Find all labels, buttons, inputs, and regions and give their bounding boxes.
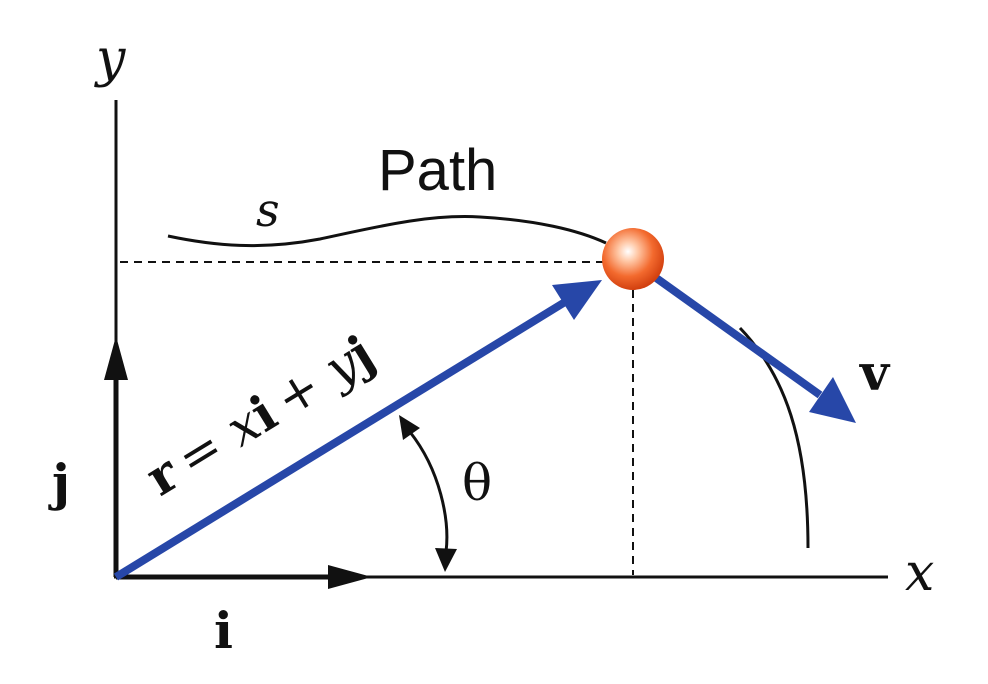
arc-length-label: s: [256, 183, 280, 237]
x-axis-label: x: [905, 543, 934, 603]
unit-vector-j-head: [104, 336, 128, 380]
position-vector-shaft: [113, 298, 568, 581]
position-equation: r= xi+ yj: [135, 323, 384, 507]
angle-arrowhead-top: [399, 415, 420, 440]
position-vector-head: [552, 280, 602, 320]
velocity-label: v: [859, 343, 891, 402]
velocity-vector-shaft: [649, 271, 823, 399]
particle: [602, 228, 664, 290]
angle-label: θ: [462, 454, 492, 512]
unit-j-label: j: [48, 453, 70, 512]
unit-vector-i-head: [328, 565, 372, 589]
unit-i-label: i: [214, 601, 233, 660]
angle-arrowhead-bottom: [435, 548, 457, 572]
velocity-vector-head: [809, 377, 856, 423]
angle-arc: [408, 431, 449, 553]
y-axis-label: y: [94, 29, 126, 89]
path-title: Path: [378, 138, 497, 203]
path-curve-left: [167, 215, 607, 248]
